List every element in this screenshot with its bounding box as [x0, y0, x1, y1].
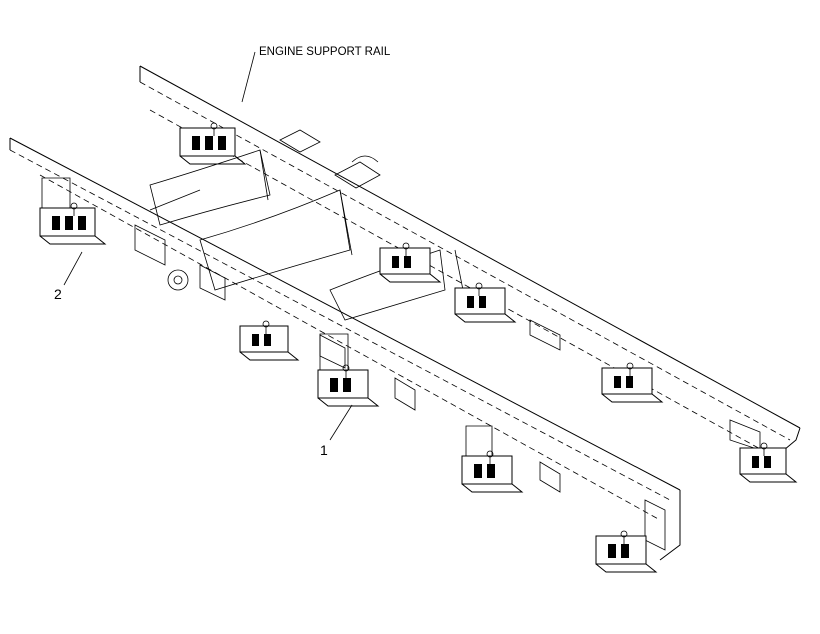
isolator-mount [601, 362, 664, 403]
isolator-mount [179, 122, 247, 165]
leader-line-1 [329, 404, 353, 441]
isolator-mount [461, 425, 524, 493]
isolator-mount [595, 530, 658, 573]
leader-line-2 [63, 251, 83, 286]
isolator-mount [379, 242, 442, 283]
isolator-mount [739, 442, 798, 483]
isolator-mount [239, 320, 300, 361]
callout-1: 1 [320, 442, 328, 458]
callout-2: 2 [54, 286, 62, 302]
isolator-mount [317, 333, 380, 407]
leader-line-engine-support-rail [241, 51, 256, 103]
engine-support-rail-label: ENGINE SUPPORT RAIL [259, 46, 391, 58]
engine-support-rail [139, 65, 801, 471]
front-rail [9, 137, 681, 561]
isolator-mount [454, 282, 517, 323]
isolator-mount [39, 177, 107, 245]
